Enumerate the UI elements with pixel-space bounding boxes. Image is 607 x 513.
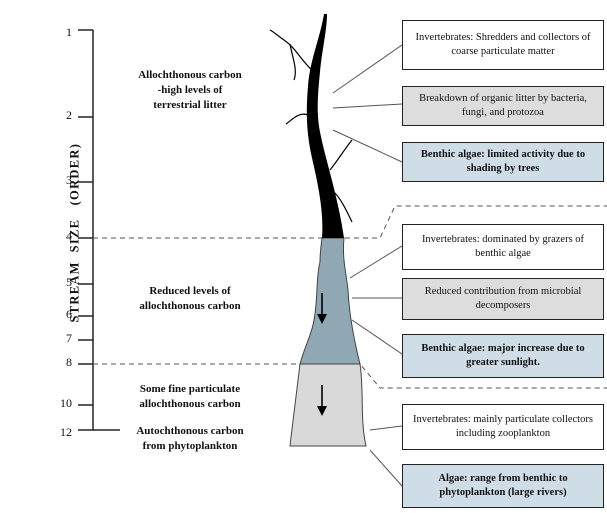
mid-reach-segment xyxy=(299,237,361,365)
tick-label: 8 xyxy=(66,355,72,369)
tick-label: 10 xyxy=(60,396,72,410)
callout-algae-limited: Benthic algae: limited activity due to s… xyxy=(402,142,604,182)
zone-separator-lower xyxy=(93,363,607,389)
callout-algae-range: Algae: range from benthic to phytoplankt… xyxy=(402,464,604,508)
callout-invertebrates-shredders: Invertebrates: Shredders and collectors … xyxy=(402,20,604,70)
large-river-segment xyxy=(289,363,367,447)
headwater-tributaries xyxy=(269,29,353,223)
tick-label: 12 xyxy=(60,425,72,439)
callout-invertebrates-collectors: Invertebrates: mainly particulate collec… xyxy=(402,404,604,450)
callout-microbial-decomposers: Reduced contribution from microbial deco… xyxy=(402,278,604,320)
axis-ticks xyxy=(78,29,120,431)
tick-label: 5 xyxy=(66,275,72,289)
callout-invertebrates-grazers: Invertebrates: dominated by grazers of b… xyxy=(402,224,604,270)
tick-label: 6 xyxy=(66,307,72,321)
callout-litter-breakdown: Breakdown of organic litter by bacteria,… xyxy=(402,86,604,126)
tick-label: 7 xyxy=(66,331,72,345)
leader-lines xyxy=(332,44,403,487)
zone-separator-upper xyxy=(93,205,607,239)
flow-arrow-head xyxy=(317,406,327,416)
tick-label: 1 xyxy=(66,25,72,39)
tick-label: 2 xyxy=(66,108,72,122)
headwater-stream xyxy=(306,14,344,238)
tick-label: 4 xyxy=(66,229,72,243)
tick-label: 3 xyxy=(66,173,72,187)
flow-arrow-head xyxy=(317,314,327,324)
callout-algae-increase: Benthic algae: major increase due to gre… xyxy=(402,334,604,378)
